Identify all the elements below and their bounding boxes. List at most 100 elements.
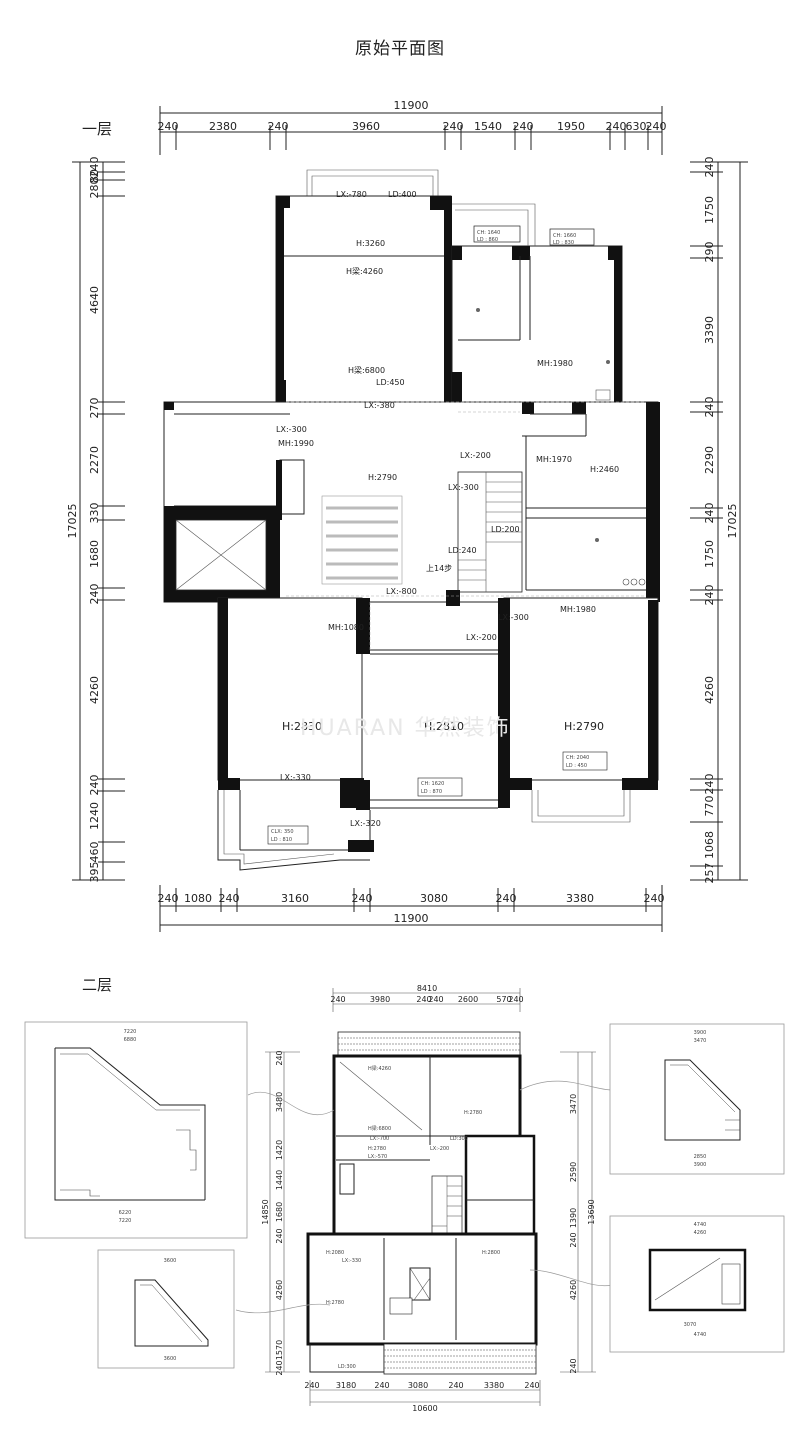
f1-left-d12: 460	[88, 842, 101, 863]
floor2-label: 二层	[82, 976, 113, 994]
f2-label-h2780c: H:2780	[326, 1300, 344, 1306]
floor1-plan: 11900 240 2380 240 3960 240 1540 240 195…	[66, 99, 748, 932]
f1-bot-d7: 3380	[566, 892, 594, 905]
f1-right-d1: 1750	[703, 196, 716, 224]
f2-right-total: 13690	[587, 1199, 596, 1224]
f1-bot-d1: 1080	[184, 892, 212, 905]
f1-left-d9: 4260	[88, 676, 101, 704]
s2-bottom: 3600	[164, 1356, 177, 1362]
label-h2810: H:2810	[424, 720, 464, 733]
label-h2790b: H:2790	[564, 720, 604, 733]
label-ch2040: CH: 2040	[566, 755, 589, 761]
f2-label-h2080: H:2080	[326, 1250, 344, 1256]
f2-top-d6: 240	[508, 995, 523, 1004]
f2-top-d4: 2600	[458, 995, 478, 1004]
label-mh1990: MH:1990	[278, 439, 314, 448]
f2-top-d1: 3980	[370, 995, 390, 1004]
f1-top-d5: 1540	[474, 120, 502, 133]
section-panel-3: 3900 3470 2850 3900	[609, 1023, 785, 1175]
label-ld450b: LD : 450	[566, 763, 587, 769]
section-panel-2: 3600 3600	[97, 1249, 235, 1369]
label-h6800: H梁:6800	[348, 366, 385, 375]
f2-label-lx700: LX:-700	[370, 1136, 389, 1142]
f2-top-d0: 240	[330, 995, 345, 1004]
s3-top2: 3470	[694, 1038, 707, 1044]
f2-bot-d4: 240	[448, 1381, 463, 1390]
f1-left-d13: 395	[88, 862, 101, 883]
f2-left-d0: 240	[275, 1050, 284, 1065]
s1-bottom: 7220	[119, 1218, 132, 1224]
f2-right-d3: 240	[569, 1232, 578, 1247]
f2-bot-d3: 3080	[408, 1381, 428, 1390]
f2-label-h2780: H:2780	[464, 1110, 482, 1116]
f1-top-d8: 240	[606, 120, 627, 133]
floor1-left-total: 17025	[66, 504, 79, 539]
f1-left-d10: 240	[88, 775, 101, 796]
label-stairs: 上14步	[426, 564, 452, 573]
s4-top: 4740	[694, 1222, 707, 1228]
f1-top-d1: 2380	[209, 120, 237, 133]
floor2-walls	[235, 1031, 613, 1375]
floor2-labels: H梁:4260 H:2780 H梁:6800 LX:-700 H:2780 LX…	[326, 1065, 500, 1370]
f2-left-total: 14850	[261, 1199, 270, 1224]
label-lx200a: LX:-200	[460, 451, 491, 460]
floor1-bottom-total: 11900	[394, 912, 429, 925]
label-lx800: LX:-800	[386, 587, 417, 596]
label-ld870: LD : 870	[421, 789, 442, 795]
label-ld810: LD : 810	[271, 837, 292, 843]
f2-top-d5: 570	[496, 995, 511, 1004]
f1-top-d10: 240	[646, 120, 667, 133]
label-ld200: LD:200	[491, 525, 520, 534]
f2-label-h2800: H:2800	[482, 1250, 500, 1256]
label-ld450: LD:450	[376, 378, 405, 387]
f2-right-d1: 2590	[569, 1162, 578, 1182]
label-mh1980b: MH:1980	[560, 605, 596, 614]
f1-left-d0: 240	[88, 157, 101, 178]
f1-bot-d0: 240	[158, 892, 179, 905]
label-lx300c: LX:-300	[498, 613, 529, 622]
label-clx350: CLX: 350	[271, 829, 294, 835]
f1-bot-d3: 3160	[281, 892, 309, 905]
f2-label-lx330: LX:-330	[342, 1258, 361, 1264]
section-panel-1: 7220 6880 6220 7220	[24, 1021, 248, 1239]
f1-bot-d2: 240	[219, 892, 240, 905]
section-panel-4: 4740 4260 3070 4740	[609, 1215, 785, 1353]
f1-top-d6: 240	[513, 120, 534, 133]
f2-bot-d6: 240	[524, 1381, 539, 1390]
page-title: 原始平面图	[355, 39, 445, 59]
f2-bot-d2: 240	[374, 1381, 389, 1390]
f2-top-d3: 240	[428, 995, 443, 1004]
f2-label-ld300: LD:300	[450, 1136, 468, 1142]
s2-top: 3600	[164, 1258, 177, 1264]
f1-right-d8: 240	[703, 585, 716, 606]
f1-bot-d4: 240	[352, 892, 373, 905]
label-h2460: H:2460	[590, 465, 619, 474]
s4-top2: 4260	[694, 1230, 707, 1236]
f2-left-d7: 1570	[275, 1340, 284, 1360]
f1-right-d9: 4260	[703, 676, 716, 704]
floor2-left-dimensions: 240 3480 1420 1440 1680 240 4260 1570 24…	[261, 1050, 300, 1376]
label-lx300b: LX:-300	[448, 483, 479, 492]
f2-left-d3: 1440	[275, 1170, 284, 1190]
f1-right-d4: 240	[703, 397, 716, 418]
f2-top-total: 8410	[417, 984, 437, 993]
f1-right-d5: 2290	[703, 446, 716, 474]
f1-bot-d5: 3080	[420, 892, 448, 905]
s3-bottom: 3900	[694, 1162, 707, 1168]
f1-right-d10: 240	[703, 774, 716, 795]
f2-label-lx570: LX:-570	[368, 1154, 387, 1160]
f1-bot-d6: 240	[496, 892, 517, 905]
f2-label-h6800: H梁:6800	[368, 1125, 391, 1132]
f2-right-d2: 1390	[569, 1208, 578, 1228]
f2-left-d1: 3480	[275, 1092, 284, 1112]
floor1-left-dimensions: 240 80 280 4640 270 2270 330 1680 240 42…	[66, 157, 125, 883]
f1-left-d7: 1680	[88, 540, 101, 568]
f1-right-d3: 3390	[703, 316, 716, 344]
label-lx300a: LX:-300	[276, 425, 307, 434]
label-ld860: LD : 860	[477, 237, 498, 243]
watermark: HUARAN 华然装饰	[300, 716, 511, 741]
f1-top-d9: 630	[626, 120, 647, 133]
floor1-bottom-dimensions: 240 1080 240 3160 240 3080 240 3380 240 …	[158, 885, 665, 932]
s1-top2: 6880	[124, 1037, 137, 1043]
label-lx330: LX:-330	[280, 773, 311, 782]
